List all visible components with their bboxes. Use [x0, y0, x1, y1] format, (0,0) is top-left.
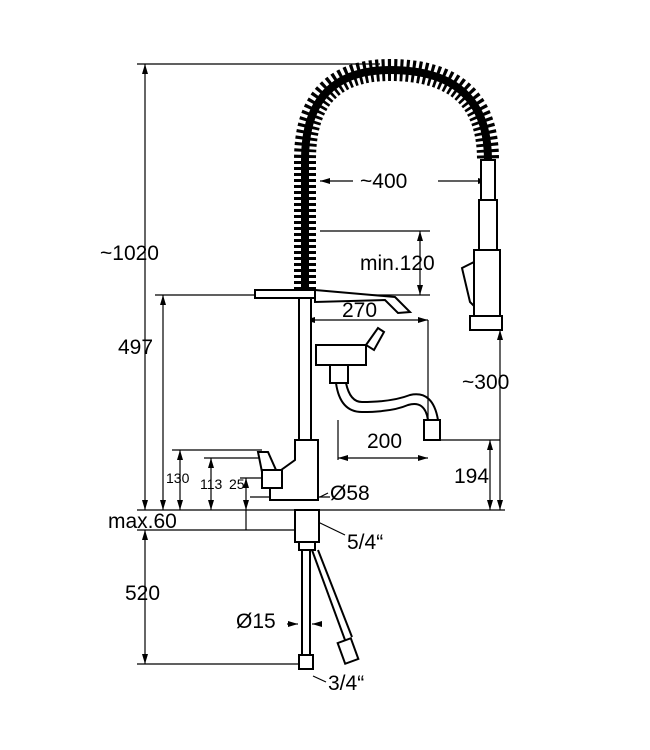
label-hose-length: 520 [125, 582, 160, 605]
faucet-column [254, 288, 413, 441]
faucet-base [256, 439, 320, 551]
label-hose-diameter: Ø15 [236, 610, 276, 633]
dimension-lines [137, 63, 505, 683]
swivel-spout [315, 326, 441, 441]
supply-hoses [298, 549, 360, 670]
label-pre-rinse-arm: 270 [342, 299, 377, 322]
dimension-labels: ~1020 ~400 min.120 270 497 ~300 200 194 … [100, 170, 509, 695]
dimension-arrows [142, 64, 503, 664]
label-total-height: ~1020 [100, 242, 159, 265]
label-spout-height: 194 [454, 465, 489, 488]
label-min-spring: min.120 [360, 252, 435, 275]
label-max-deck: max.60 [108, 510, 177, 533]
label-h25: 25 [229, 476, 245, 492]
label-h113: 113 [200, 476, 223, 492]
label-thread-bottom: 3/4“ [328, 672, 364, 695]
coil-spring [294, 58, 499, 290]
spray-head [460, 159, 503, 331]
label-spray-drop: ~300 [462, 371, 509, 394]
label-upper-height: 497 [118, 336, 153, 359]
label-h130: 130 [166, 470, 190, 486]
label-spray-reach: ~400 [360, 170, 407, 193]
label-base-diameter: Ø58 [330, 482, 370, 505]
label-spout-reach: 200 [367, 430, 402, 453]
label-thread-top: 5/4“ [347, 531, 383, 554]
